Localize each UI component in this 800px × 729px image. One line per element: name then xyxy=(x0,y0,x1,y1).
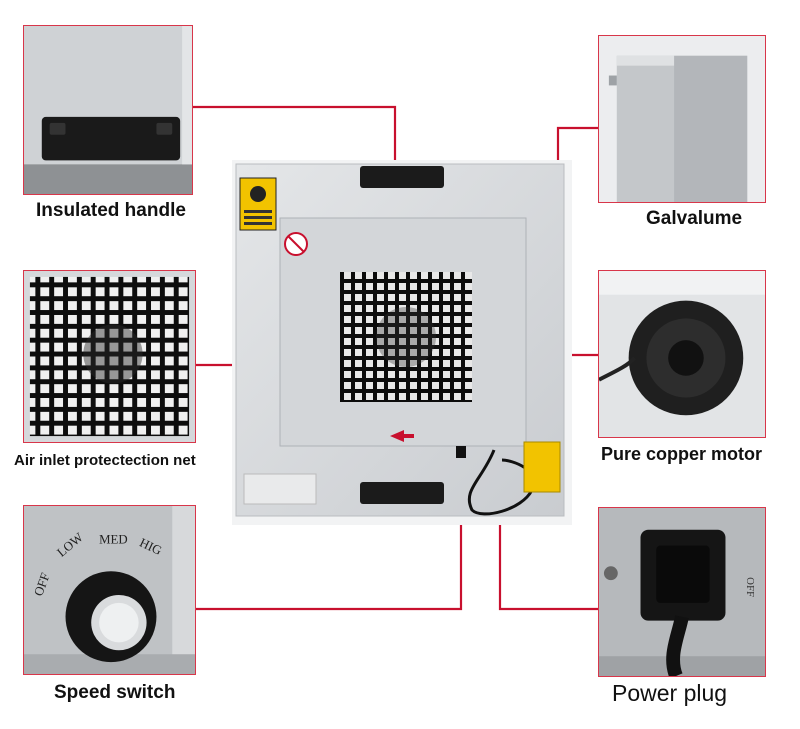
svg-text:OFF: OFF xyxy=(744,577,756,597)
inlet-photo xyxy=(23,270,196,443)
handle-caption: Insulated handle xyxy=(36,200,186,221)
galvalume-caption: Galvalume xyxy=(646,208,743,229)
power-plug-caption: Power plug xyxy=(612,680,728,706)
dial-med-label: MED xyxy=(99,533,128,547)
speed-switch-photo: OFF LOW MED HIG xyxy=(23,505,196,675)
galvalume-photo xyxy=(598,35,766,203)
power-plug-photo: OFF xyxy=(598,507,766,677)
inlet-caption: Air inlet protectection net xyxy=(14,452,196,469)
motor-caption: Pure copper motor xyxy=(601,444,763,464)
motor-photo xyxy=(598,270,766,438)
handle-photo xyxy=(23,25,193,195)
speed-switch-caption: Speed switch xyxy=(54,682,176,703)
fan-filter-unit-image xyxy=(232,160,572,525)
handle-callout-line xyxy=(192,105,397,165)
